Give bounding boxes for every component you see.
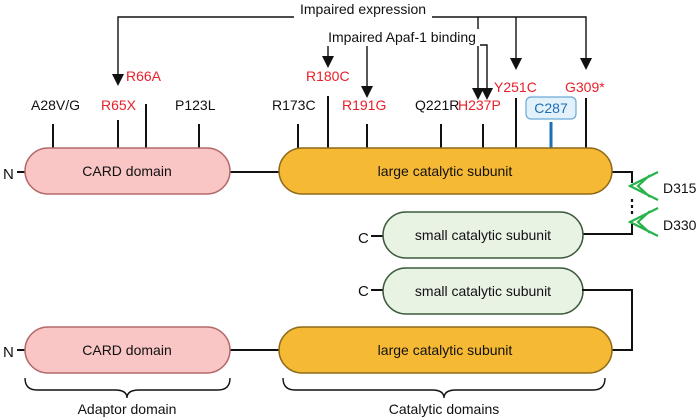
arrow-r65x: [112, 74, 124, 86]
large-subunit-top-label: large catalytic subunit: [378, 163, 513, 179]
arrow-g309: [580, 58, 592, 70]
card-domain-bottom: [24, 326, 231, 374]
c-terminus-bottom: C: [358, 283, 369, 300]
mutation-r180c: R180C: [306, 68, 350, 84]
adaptor-domain-label: Adaptor domain: [78, 401, 177, 417]
card-domain-top: [24, 147, 231, 195]
mutation-r65x: R65X: [101, 97, 137, 113]
arrow-h237p-b: [481, 88, 493, 100]
card-domain-top-label: CARD domain: [82, 163, 171, 179]
small-subunit-top-label: small catalytic subunit: [415, 227, 551, 243]
small-subunit-bottom-label: small catalytic subunit: [415, 283, 551, 299]
large-subunit-bottom-label: large catalytic subunit: [378, 342, 513, 358]
c287-box: [525, 96, 577, 120]
cleavage-d330: D330: [663, 217, 697, 233]
mutation-r173c: R173C: [272, 97, 316, 113]
mutation-a28vg: A28V/G: [31, 97, 80, 113]
catalytic-bracket: [282, 377, 606, 399]
n-terminus-bottom: N: [3, 344, 14, 361]
arrow-r180c: [322, 56, 334, 68]
card-domain-bottom-label: CARD domain: [82, 342, 171, 358]
small-subunit-top: [382, 211, 584, 259]
impaired-expression-label: Impaired expression: [300, 1, 426, 17]
adaptor-bracket: [24, 377, 231, 399]
n-terminus-top: N: [3, 166, 14, 183]
mutation-y251c: Y251C: [494, 79, 537, 95]
large-subunit-top: [278, 147, 613, 195]
mutation-p123l: P123L: [175, 97, 216, 113]
mutation-q221r: Q221R: [415, 97, 459, 113]
cleavage-chevron-d315: [627, 171, 659, 201]
cleavage-chevron-d330: [627, 207, 659, 237]
cleavage-d315: D315: [663, 180, 697, 196]
mutation-c287: C287: [534, 100, 568, 116]
mutation-ticks: [52, 96, 587, 148]
catalytic-domains-label: Catalytic domains: [389, 401, 500, 417]
c-terminus-mid: C: [358, 230, 369, 247]
mutation-r66a: R66A: [126, 68, 162, 84]
arrow-r191g: [361, 86, 373, 98]
mutation-r191g: R191G: [342, 97, 386, 113]
impaired-apaf1-label: Impaired Apaf-1 binding: [328, 29, 476, 45]
arrow-y251c: [510, 58, 522, 70]
mutation-h237p: H237P: [458, 97, 501, 113]
arrow-h237p-a: [472, 88, 484, 100]
mutation-g309: G309*: [565, 79, 605, 95]
large-subunit-bottom: [278, 326, 613, 374]
